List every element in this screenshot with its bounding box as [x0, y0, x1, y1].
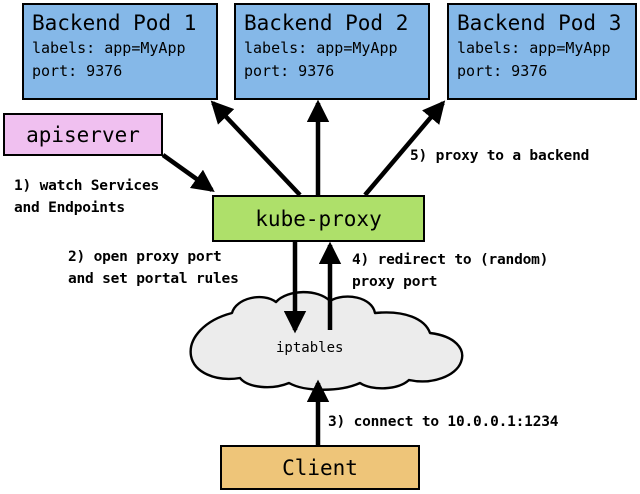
- apiserver-box: apiserver: [3, 113, 163, 156]
- backend-pod-3-title: Backend Pod 3: [457, 11, 622, 35]
- step-1-line-1: 1) watch Services: [14, 178, 160, 194]
- step-2-line-1: 2) open proxy port: [68, 249, 222, 265]
- step-2-label: 2) open proxy port and set portal rules: [68, 246, 239, 290]
- backend-pod-1-port: port: 9376: [32, 62, 123, 80]
- iptables-cloud-shape: [189, 290, 464, 391]
- backend-pod-2-labels: labels: app=MyApp: [244, 39, 398, 57]
- backend-pod-2-port: port: 9376: [244, 62, 335, 80]
- client-box: Client: [220, 445, 420, 490]
- step-4-line-2: proxy port: [352, 274, 438, 290]
- backend-pod-3-port: port: 9376: [457, 62, 548, 80]
- backend-pod-1-box: Backend Pod 1 labels: app=MyApp port: 93…: [22, 3, 218, 100]
- backend-pod-1-title: Backend Pod 1: [32, 11, 197, 35]
- client-label: Client: [282, 455, 358, 480]
- step-2-line-2: and set portal rules: [68, 271, 239, 287]
- step-5-label: 5) proxy to a backend: [410, 145, 589, 167]
- backend-pod-3-labels: labels: app=MyApp: [457, 39, 611, 57]
- kube-proxy-box: kube-proxy: [212, 195, 425, 242]
- step-1-label: 1) watch Services and Endpoints: [14, 175, 159, 219]
- kube-proxy-label: kube-proxy: [255, 206, 382, 231]
- apiserver-label: apiserver: [26, 122, 140, 147]
- iptables-label: iptables: [276, 340, 344, 356]
- step-1-line-2: and Endpoints: [14, 200, 125, 216]
- backend-pod-3-box: Backend Pod 3 labels: app=MyApp port: 93…: [447, 3, 637, 100]
- backend-pod-2-title: Backend Pod 2: [244, 11, 409, 35]
- step-4-line-1: 4) redirect to (random): [352, 252, 549, 268]
- arrow-apiserver-to-kubeproxy: [161, 153, 215, 192]
- backend-pod-1-labels: labels: app=MyApp: [32, 39, 186, 57]
- backend-pod-2-box: Backend Pod 2 labels: app=MyApp port: 93…: [234, 3, 430, 100]
- arrow-kubeproxy-to-pod3: [363, 100, 446, 197]
- step-3-line-1: 3) connect to 10.0.0.1:1234: [328, 414, 559, 430]
- step-4-label: 4) redirect to (random) proxy port: [352, 249, 548, 293]
- step-3-label: 3) connect to 10.0.0.1:1234: [328, 411, 559, 433]
- step-5-line-1: 5) proxy to a backend: [410, 148, 590, 164]
- arrow-kubeproxy-to-pod1: [210, 100, 302, 197]
